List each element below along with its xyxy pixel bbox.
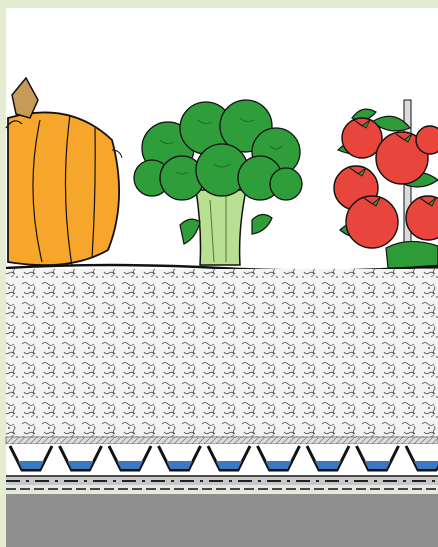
cup-water <box>365 461 391 469</box>
cup-water <box>315 461 341 469</box>
cup-water <box>216 461 242 469</box>
cup-water <box>68 461 94 469</box>
drainage-layer <box>6 444 438 476</box>
cup-water <box>18 461 44 469</box>
cup-water <box>117 461 143 469</box>
cup-water <box>414 461 438 469</box>
roof-deck <box>6 494 438 547</box>
broccoli-stalk <box>196 190 246 265</box>
protection-layer <box>6 477 438 492</box>
cup-water <box>167 461 193 469</box>
cup-water <box>266 461 292 469</box>
growing-medium <box>6 269 438 437</box>
filter-fabric <box>6 437 438 444</box>
